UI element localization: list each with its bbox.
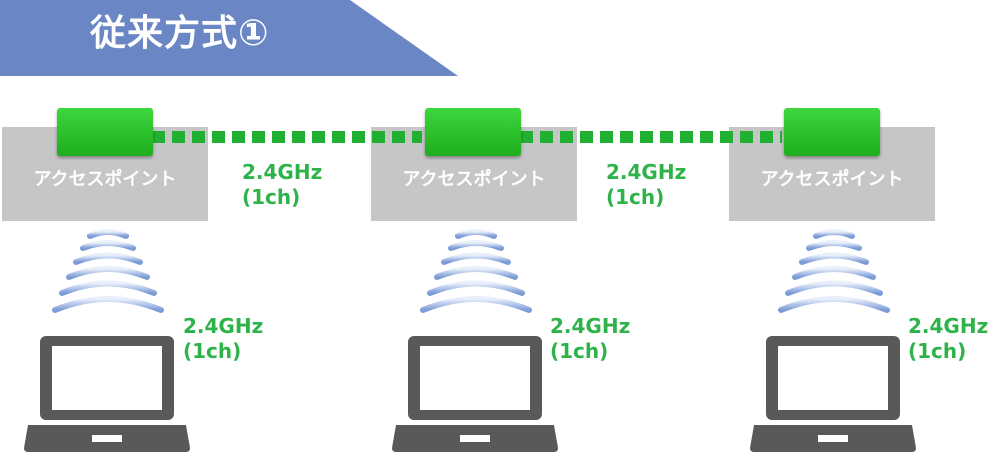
backhaul-frequency-1: 2.4GHz (1ch) (242, 160, 322, 210)
access-point-icon (425, 108, 521, 156)
channel-label: (1ch) (550, 339, 609, 363)
wifi-signal-icon (778, 229, 890, 313)
client-frequency-1: 2.4GHz (1ch) (183, 314, 263, 364)
band-label: 2.4GHz (183, 314, 264, 338)
channel-label: (1ch) (242, 185, 301, 209)
laptop-icon (392, 336, 558, 452)
access-point-label: アクセスポイント (33, 169, 177, 190)
client-frequency-2: 2.4GHz (1ch) (550, 314, 630, 364)
wifi-signal-icon (420, 229, 532, 313)
access-point-icon (784, 108, 880, 156)
access-point-label: アクセスポイント (760, 169, 904, 190)
band-label: 2.4GHz (908, 314, 989, 338)
backhaul-link-1 (152, 131, 422, 143)
client-frequency-3: 2.4GHz (1ch) (908, 314, 988, 364)
band-label: 2.4GHz (550, 314, 631, 338)
band-label: 2.4GHz (606, 160, 687, 184)
channel-label: (1ch) (183, 339, 242, 363)
backhaul-link-2 (520, 131, 782, 143)
laptop-icon (24, 336, 190, 452)
wifi-signal-icon (52, 229, 164, 313)
channel-label: (1ch) (908, 339, 967, 363)
page-title: 従来方式① (90, 13, 270, 54)
channel-label: (1ch) (606, 185, 665, 209)
access-point-icon (57, 108, 153, 156)
access-point-label: アクセスポイント (402, 169, 546, 190)
laptop-icon (750, 336, 916, 452)
backhaul-frequency-2: 2.4GHz (1ch) (606, 160, 686, 210)
band-label: 2.4GHz (242, 160, 323, 184)
